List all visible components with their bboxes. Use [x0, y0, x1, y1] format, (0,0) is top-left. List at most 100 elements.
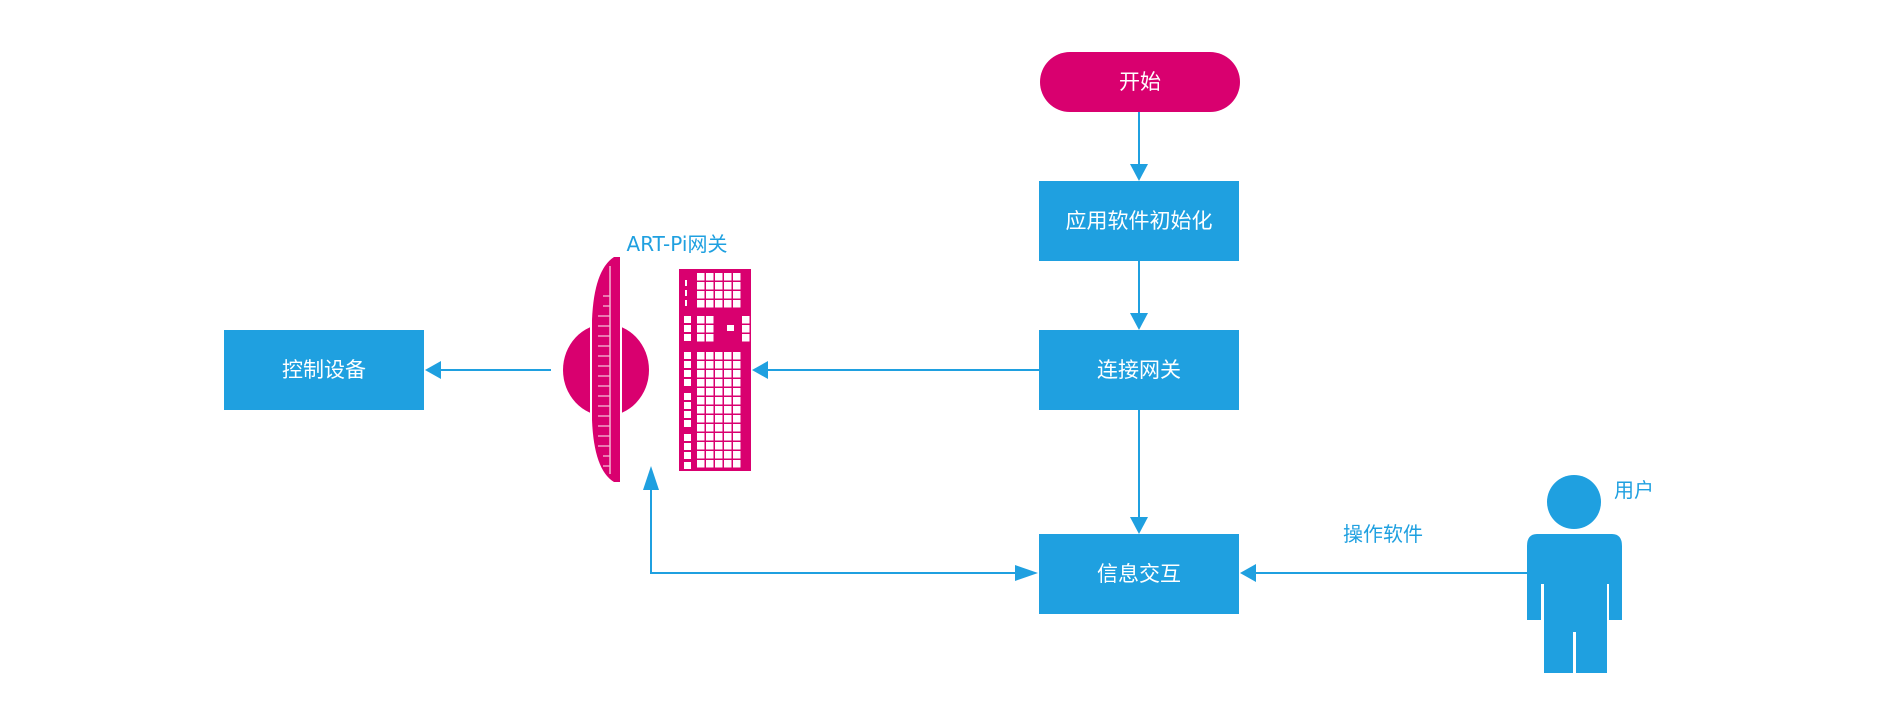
key-cell — [706, 379, 714, 387]
key-cell — [697, 291, 705, 299]
key-cell — [733, 460, 741, 468]
key-cell — [715, 433, 723, 441]
gateway-device-icon — [563, 257, 751, 482]
key-cell — [733, 291, 741, 299]
node-control-label: 控制设备 — [282, 358, 366, 382]
key-cell — [685, 280, 687, 286]
key-cell — [742, 325, 750, 333]
gateway-label: ART-Pi网关 — [627, 232, 728, 256]
key-cell — [697, 370, 705, 378]
key-cell — [684, 420, 691, 427]
key-cell — [706, 291, 714, 299]
node-control[interactable]: 控制设备 — [224, 330, 424, 410]
key-cell — [706, 388, 714, 396]
key-cell — [715, 282, 723, 290]
user-node[interactable]: 用户 — [1527, 475, 1654, 673]
node-interact-label: 信息交互 — [1097, 562, 1181, 586]
key-cell — [684, 361, 691, 368]
key-cell — [706, 397, 714, 405]
key-cell — [697, 273, 705, 281]
edge-user-to-interact: 操作软件 — [1240, 522, 1527, 582]
key-cell — [733, 415, 741, 423]
key-cell — [706, 325, 714, 333]
key-cell — [715, 273, 723, 281]
key-cell — [715, 442, 723, 450]
key-cell — [724, 361, 732, 369]
key-cell — [733, 370, 741, 378]
key-cell — [697, 451, 705, 459]
key-cell — [733, 352, 741, 360]
key-cell — [733, 433, 741, 441]
node-connect[interactable]: 连接网关 — [1039, 330, 1239, 410]
arrowhead-left-icon — [1240, 564, 1256, 582]
user-label: 用户 — [1614, 478, 1654, 502]
node-init[interactable]: 应用软件初始化 — [1039, 181, 1239, 261]
key-cell — [715, 388, 723, 396]
arrowhead-down-icon — [1130, 517, 1148, 534]
edge-init-to-connect — [1130, 261, 1148, 330]
key-cell — [697, 433, 705, 441]
key-cell — [715, 397, 723, 405]
key-cell — [697, 415, 705, 423]
key-cell — [724, 291, 732, 299]
key-cell — [697, 282, 705, 290]
key-cell — [684, 393, 691, 400]
key-cell — [697, 352, 705, 360]
edge-label-operate-software: 操作软件 — [1343, 522, 1423, 546]
key-cell — [684, 370, 691, 377]
key-cell — [715, 406, 723, 414]
arrowhead-up-icon — [643, 466, 659, 490]
arrowhead-right-icon — [1015, 565, 1038, 581]
key-cell — [733, 451, 741, 459]
key-cell — [715, 370, 723, 378]
connect-box-shape — [1039, 330, 1239, 410]
key-cell — [706, 334, 714, 342]
key-cell — [697, 300, 705, 308]
key-cell — [706, 316, 714, 324]
key-cell — [706, 415, 714, 423]
key-cell — [733, 388, 741, 396]
key-cell — [733, 442, 741, 450]
edge-connect-to-gateway — [752, 361, 1039, 379]
key-cell — [684, 379, 691, 386]
key-cell — [724, 300, 732, 308]
key-cell — [724, 388, 732, 396]
key-cell — [684, 316, 691, 323]
key-cell — [706, 460, 714, 468]
key-cell — [684, 452, 691, 459]
node-start[interactable]: 开始 — [1040, 52, 1240, 112]
key-cell — [706, 361, 714, 369]
key-cell — [715, 352, 723, 360]
key-cell — [733, 273, 741, 281]
person-icon — [1527, 475, 1622, 673]
key-cell — [684, 434, 691, 441]
key-cell — [724, 424, 732, 432]
key-cell — [685, 300, 687, 306]
key-cell — [715, 379, 723, 387]
arrowhead-left-icon — [425, 361, 441, 379]
key-cell — [715, 300, 723, 308]
key-cell — [724, 415, 732, 423]
gateway-node[interactable]: ART-Pi网关 — [563, 232, 751, 482]
edge-connect-to-interact — [1130, 410, 1148, 534]
key-cell — [715, 460, 723, 468]
key-cell — [706, 406, 714, 414]
start-pill-shape — [1040, 52, 1240, 112]
key-cell — [697, 388, 705, 396]
arrowhead-left-icon — [752, 361, 768, 379]
key-cell — [684, 411, 691, 418]
key-cell — [715, 451, 723, 459]
key-cell — [697, 424, 705, 432]
node-init-label: 应用软件初始化 — [1066, 209, 1213, 233]
node-start-label: 开始 — [1119, 70, 1161, 94]
key-cell — [684, 402, 691, 409]
key-cell — [697, 442, 705, 450]
key-cell — [685, 290, 687, 296]
key-cell — [733, 379, 741, 387]
node-interact[interactable]: 信息交互 — [1039, 534, 1239, 614]
key-cell — [724, 451, 732, 459]
key-cell — [706, 273, 714, 281]
edges: 操作软件 — [425, 112, 1527, 582]
key-cell — [727, 325, 734, 331]
